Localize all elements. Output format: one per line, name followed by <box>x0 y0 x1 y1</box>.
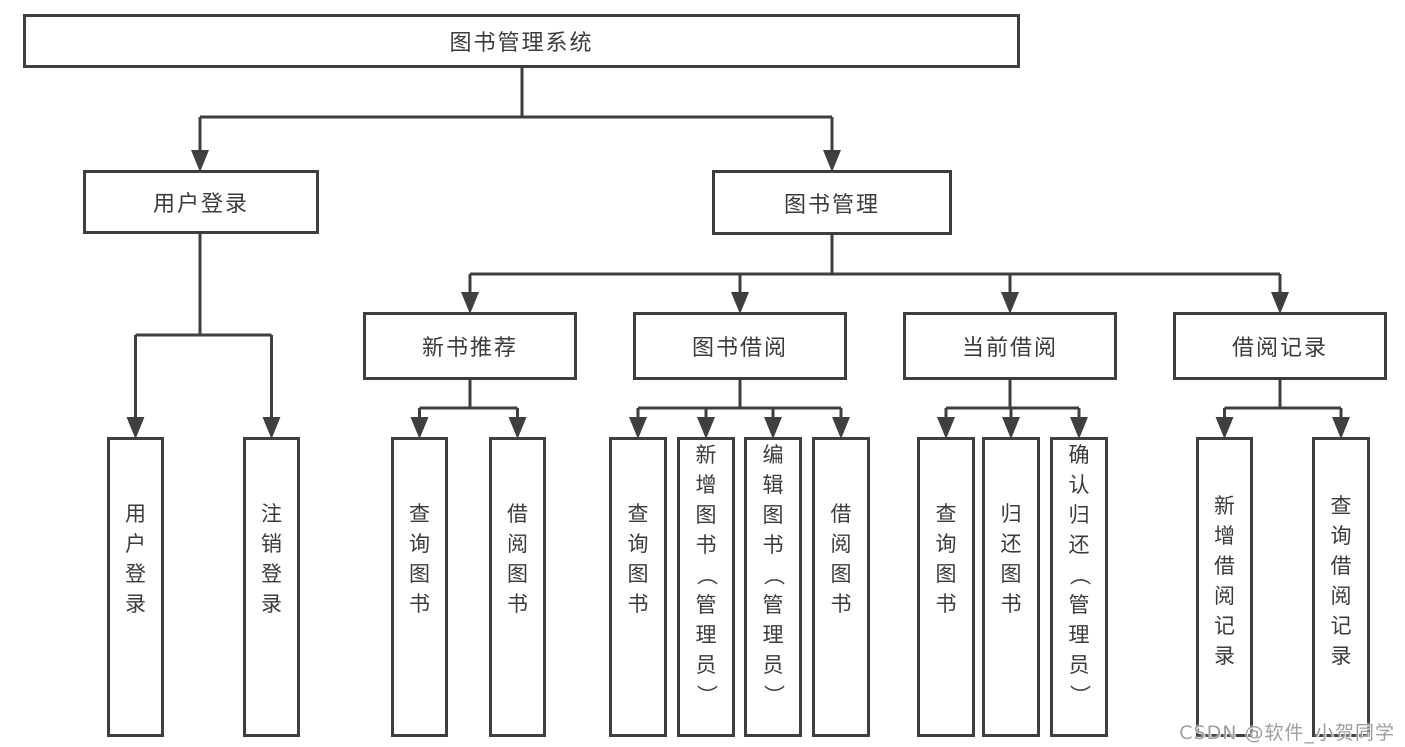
leaf-query-books-2: 查询图书 <box>609 437 667 737</box>
leaf-query-books-1: 查询图书 <box>391 437 448 737</box>
node-label: 借阅图书 <box>830 502 852 616</box>
node-label: 图书管理系统 <box>449 31 594 56</box>
csdn-watermark: CSDN @软件_小贺同学 <box>1179 722 1395 744</box>
node-new-book-recommendation: 新书推荐 <box>363 312 577 380</box>
node-label: 用户登录 <box>125 502 146 616</box>
node-label: 新增图书（管理员） <box>694 443 718 706</box>
leaf-return-books: 归还图书 <box>982 437 1040 737</box>
node-label: 新书推荐 <box>421 336 518 361</box>
node-label: 用户登录 <box>152 192 249 217</box>
leaf-confirm-return-admin: 确认归还（管理员） <box>1050 437 1108 737</box>
node-label: 图书管理 <box>783 192 880 218</box>
node-label: 图书借阅 <box>691 336 788 361</box>
leaf-logout: 注销登录 <box>243 437 300 737</box>
node-label: 当前借阅 <box>961 336 1058 361</box>
node-label: 查询图书 <box>627 502 649 616</box>
leaf-add-borrow-record: 新增借阅记录 <box>1196 437 1253 737</box>
leaf-borrow-books-2: 借阅图书 <box>812 437 870 737</box>
node-label: 注销登录 <box>261 502 282 616</box>
node-borrowing-records: 借阅记录 <box>1173 312 1387 380</box>
leaf-add-books-admin: 新增图书（管理员） <box>677 437 735 737</box>
node-current-borrowing: 当前借阅 <box>903 312 1117 380</box>
node-label: 归还图书 <box>1000 502 1022 616</box>
leaf-edit-books-admin: 编辑图书（管理员） <box>744 437 802 737</box>
node-label: 查询图书 <box>935 502 957 616</box>
node-library-management-system: 图书管理系统 <box>23 14 1020 68</box>
node-label: 查询借阅记录 <box>1330 494 1352 668</box>
node-user-login: 用户登录 <box>83 170 319 234</box>
node-label: 借阅图书 <box>507 502 528 616</box>
leaf-user-login: 用户登录 <box>107 437 164 737</box>
node-book-borrowing: 图书借阅 <box>633 312 847 380</box>
node-label: 编辑图书（管理员） <box>761 443 785 706</box>
node-label: 新增借阅记录 <box>1214 494 1235 668</box>
node-label: 确认归还（管理员） <box>1067 443 1091 706</box>
node-label: 借阅记录 <box>1231 336 1328 361</box>
leaf-borrow-books-1: 借阅图书 <box>489 437 546 737</box>
node-label: 查询图书 <box>409 502 430 616</box>
node-book-management: 图书管理 <box>712 170 952 235</box>
leaf-query-borrow-record: 查询借阅记录 <box>1312 437 1370 737</box>
leaf-query-books-3: 查询图书 <box>917 437 975 737</box>
